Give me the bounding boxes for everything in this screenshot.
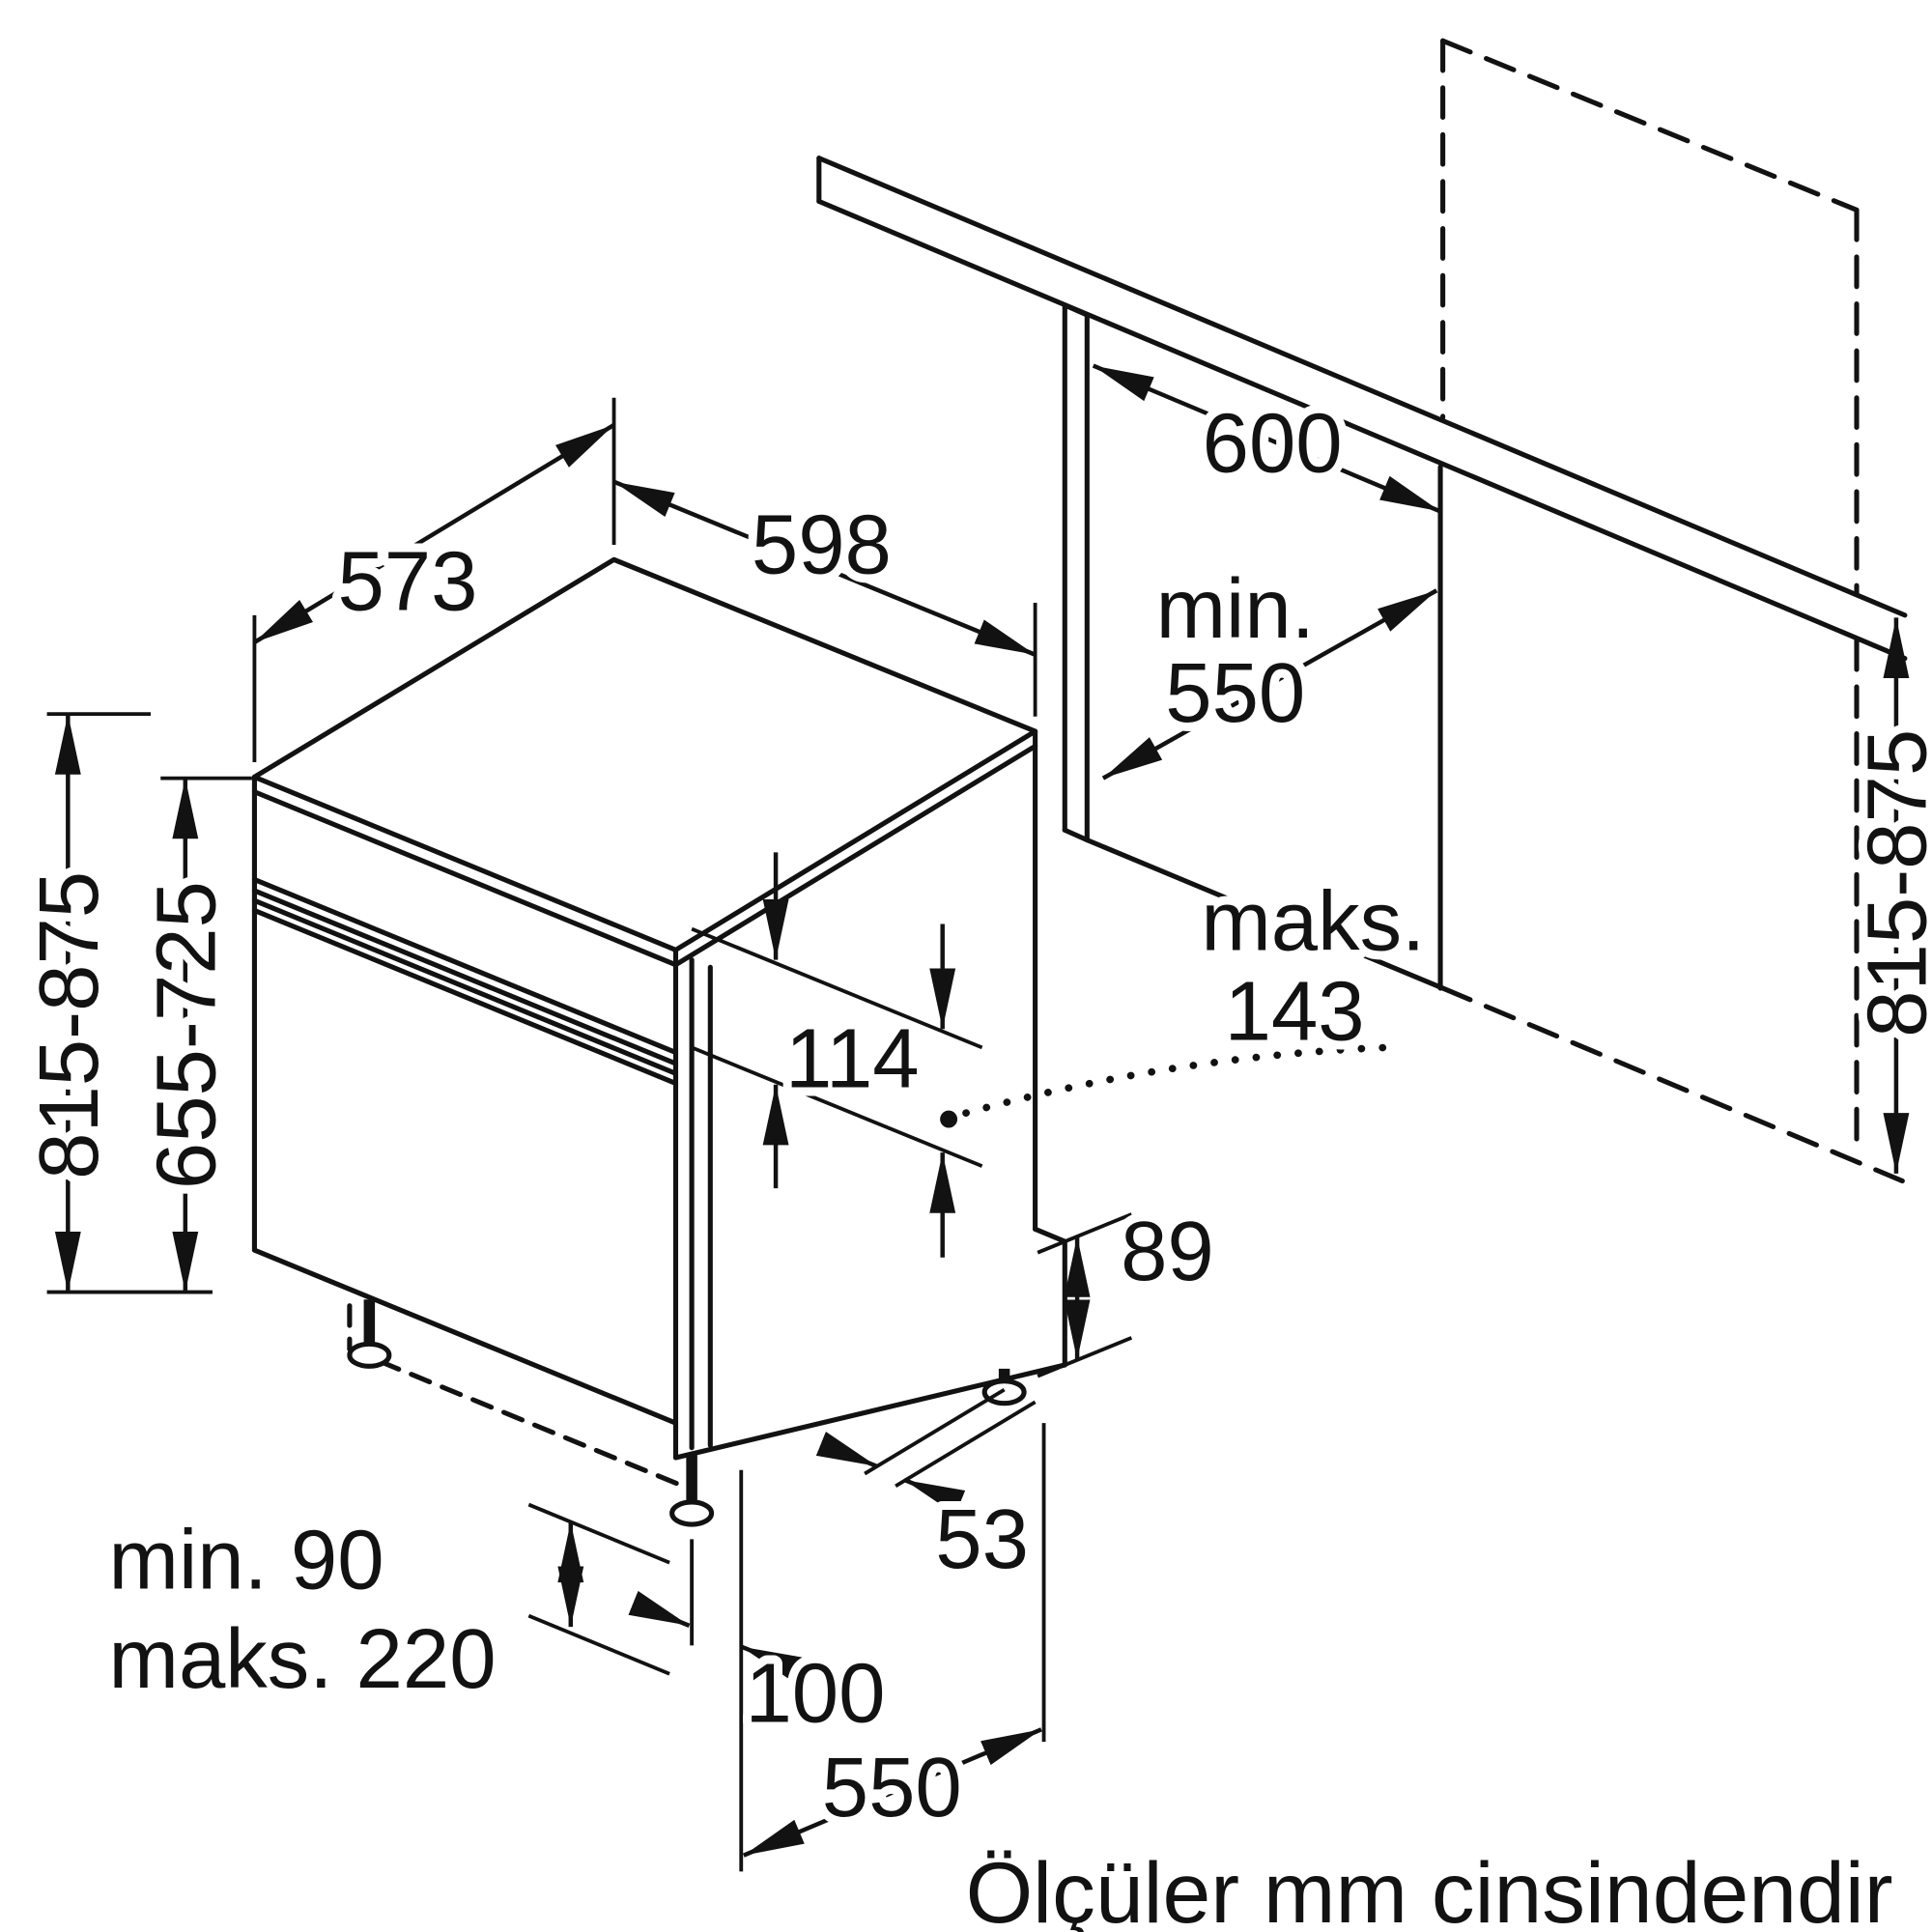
plinth-dashed-edge — [347, 1346, 686, 1489]
dimension-arrow — [612, 479, 1037, 657]
top-rim-right — [672, 743, 1038, 968]
arrow-in-left — [628, 1590, 691, 1628]
dotted-leader — [962, 1043, 1390, 1118]
dim-plinth-height — [527, 1502, 670, 1676]
label-top-width: 598 — [752, 497, 892, 591]
label-door-max-prefix: maks. — [1201, 874, 1425, 968]
door-bottom-edge — [251, 1247, 679, 1426]
foot-front-left — [347, 1299, 392, 1369]
extension-line — [895, 1400, 1037, 1489]
dim-door-max-leader — [940, 1043, 1390, 1128]
countertop-bottom-edge — [816, 198, 1908, 662]
label-counter-height-right: 815-875 — [1851, 729, 1932, 1037]
dimension-arrow — [742, 1727, 1042, 1858]
label-base-depth: 550 — [822, 1741, 962, 1834]
units-note: Ölçüler mm cinsindendir — [966, 1844, 1893, 1932]
extension-line — [691, 1045, 983, 1168]
label-plinth-max: maks. 220 — [109, 1612, 497, 1706]
label-door-max-value: 143 — [1225, 965, 1365, 1059]
extension-line — [864, 1387, 1006, 1476]
countertop — [816, 156, 1908, 662]
dim-niche-min-depth — [1101, 588, 1438, 781]
label-niche-min-prefix: min. — [1156, 562, 1315, 656]
label-niche-min-value: 550 — [1165, 646, 1305, 740]
label-counter-height-left: 815-875 — [22, 871, 116, 1179]
adjacent-cabinet-dashed-outline — [1440, 38, 1905, 1184]
extension-line — [1037, 1212, 1133, 1255]
wall-top-edge — [1062, 302, 1090, 318]
label-panel-height: 114 — [785, 1011, 920, 1105]
wall-bottom-edge — [1062, 827, 1090, 843]
dim-rear-foot-offset — [815, 1387, 1037, 1515]
extension-line — [1037, 1336, 1133, 1378]
floor-line — [1440, 985, 1905, 1184]
dimension-labels: 573 598 600 min. 550 815-875 655-725 815… — [14, 388, 1932, 1932]
dimension-arrow — [1092, 363, 1441, 514]
dimension-arrow — [253, 422, 615, 644]
dim-front-foot-offset — [628, 1539, 803, 1682]
foot-pad — [347, 1341, 392, 1369]
countertop-top-edge — [816, 156, 1908, 618]
dim-base-depth — [739, 1423, 1046, 1872]
label-front-foot-offset: 100 — [745, 1647, 885, 1741]
control-panel-line-4 — [251, 907, 679, 1087]
arrow-in-left — [815, 1431, 878, 1468]
cabinet-top-edge — [1440, 38, 1860, 213]
control-panel-line-2 — [251, 888, 679, 1066]
niche-floor-edge — [1084, 838, 1446, 991]
label-appliance-height: 655-725 — [140, 881, 234, 1189]
extension-line — [527, 1502, 670, 1565]
foot-pad — [669, 1499, 715, 1527]
dim-rear-clearance — [1037, 1212, 1133, 1378]
dim-panel-height — [691, 852, 983, 1258]
leader-dot — [940, 1110, 958, 1128]
label-rear-clearance: 89 — [1121, 1205, 1214, 1298]
arrow-in-right — [903, 1477, 966, 1515]
dim-appliance-height — [160, 776, 252, 1293]
control-panel-line-3 — [251, 897, 679, 1076]
niche-walls — [1062, 302, 1446, 991]
dim-top-width — [612, 479, 1037, 717]
label-plinth-min: min. 90 — [109, 1514, 384, 1607]
dimension-arrow — [1101, 588, 1438, 781]
top-rim-left — [251, 789, 679, 968]
control-panel-line-1 — [251, 876, 679, 1056]
dim-counter-depth — [1092, 363, 1441, 514]
foot-front-corner — [669, 1455, 715, 1527]
dishwasher-body — [251, 556, 1067, 1527]
arrow-in-right — [740, 1644, 803, 1682]
label-top-depth: 573 — [337, 535, 477, 629]
extension-line — [527, 1613, 670, 1676]
label-rear-foot-offset: 53 — [935, 1492, 1029, 1586]
label-counter-depth: 600 — [1203, 396, 1343, 490]
